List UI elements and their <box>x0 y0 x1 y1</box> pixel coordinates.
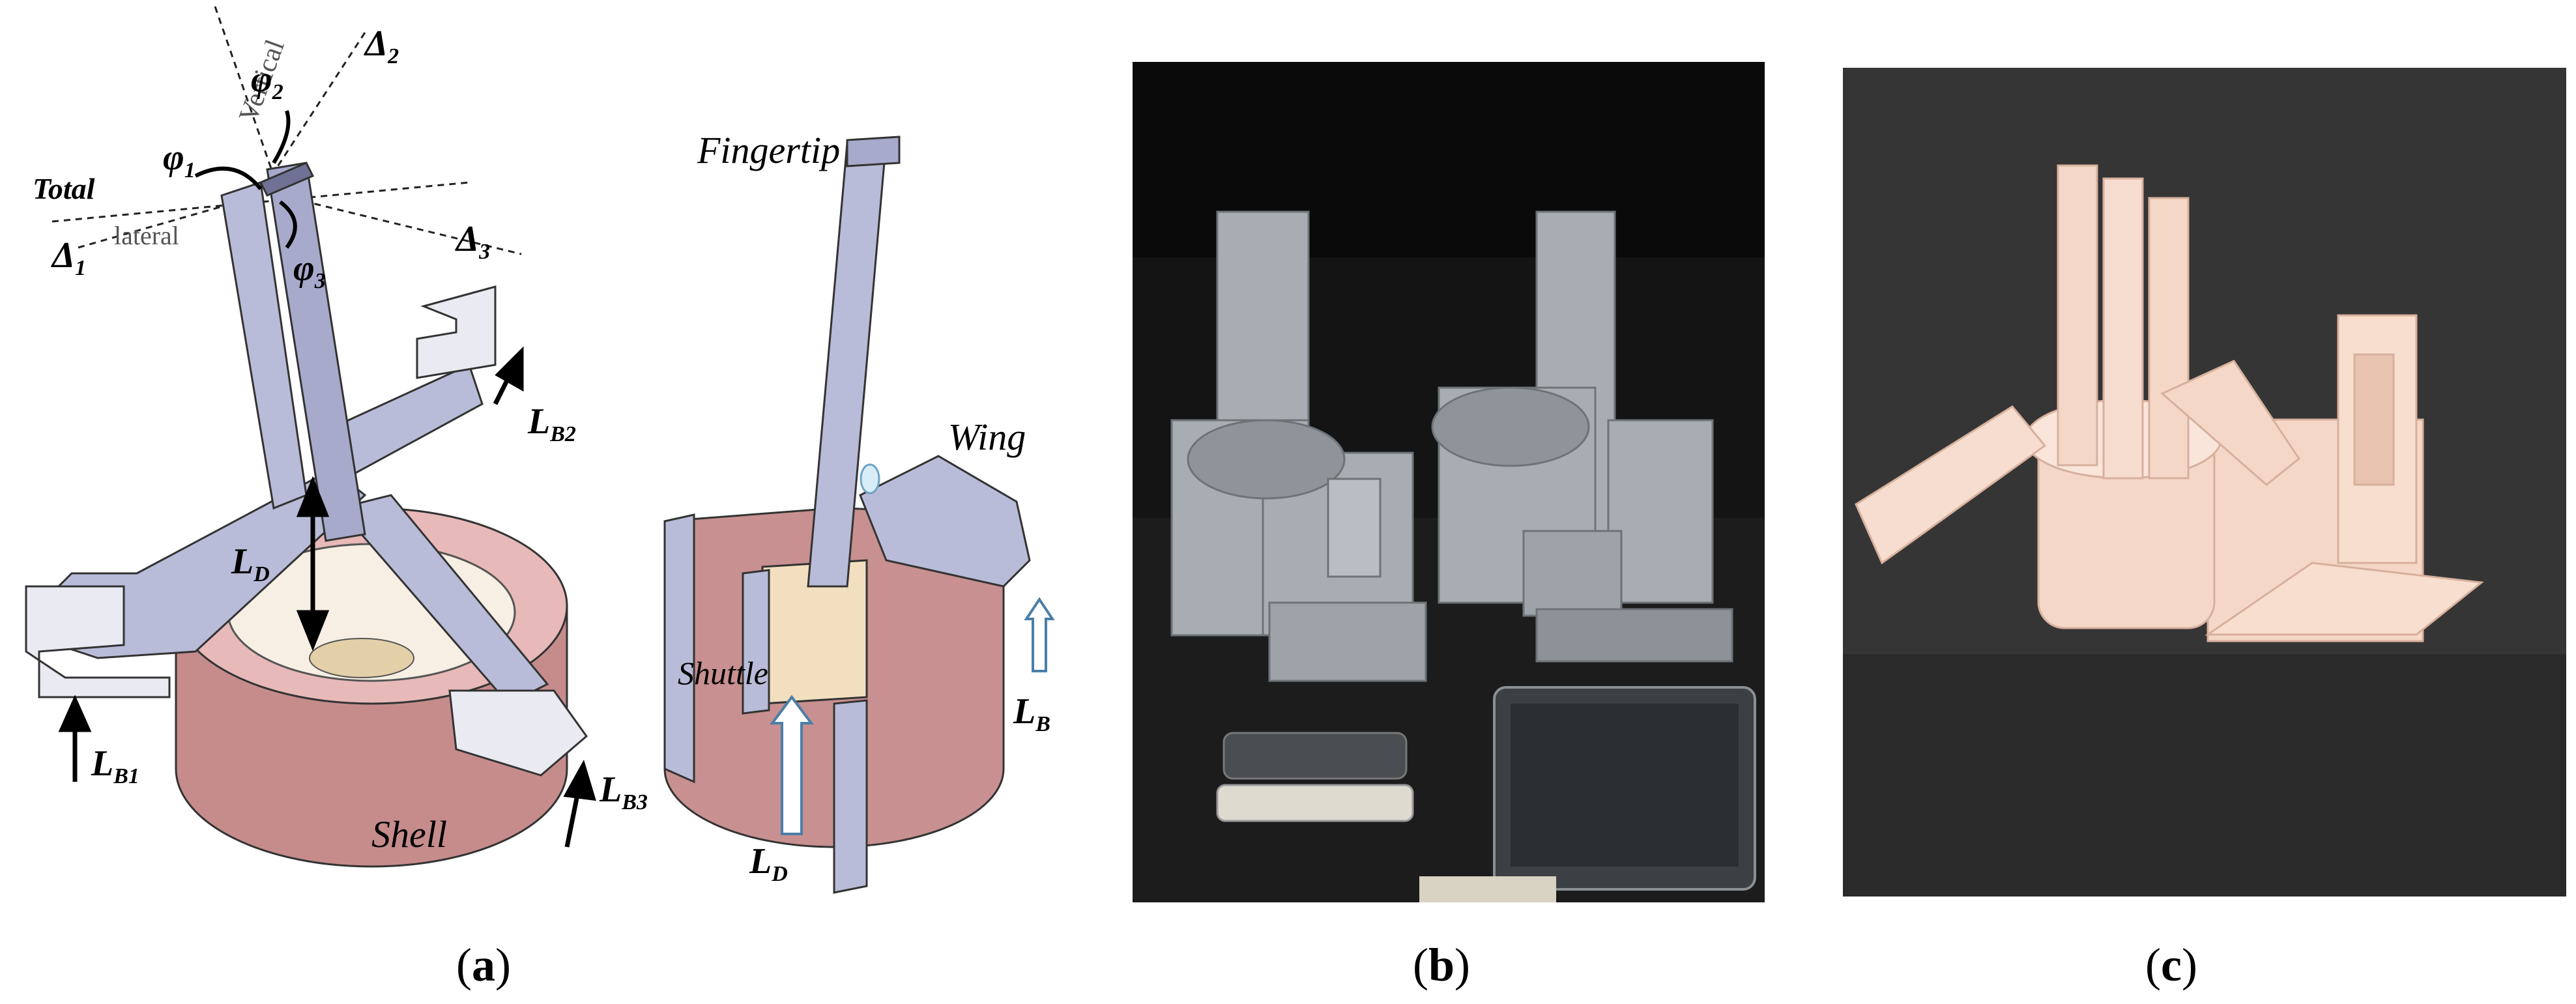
caption-a: (a) <box>456 939 511 991</box>
label-phi3: φ3 <box>293 248 326 293</box>
label-lb1: LB1 <box>91 743 139 788</box>
assembled-gripper-photo <box>1843 68 2566 896</box>
shell-body <box>175 507 568 868</box>
cutaway-assembly <box>663 136 1031 894</box>
wing-arm <box>859 455 1031 588</box>
caption-b: (b) <box>1413 939 1471 991</box>
delta3-axis-line <box>280 194 522 255</box>
lb-arrows <box>58 346 596 848</box>
schematic-drawing: Vertical Total lateral Δ1 Δ2 Δ3 φ1 φ2 φ3… <box>25 6 1055 894</box>
panel-b-photo <box>1133 62 1765 902</box>
delta2-axis-line <box>266 32 366 183</box>
pivot-point <box>860 463 880 495</box>
cutaway-wall-left <box>663 513 695 784</box>
label-delta3: Δ3 <box>455 219 490 264</box>
label-lb2: LB2 <box>527 401 576 446</box>
phi2-arrow <box>272 110 291 164</box>
label-delta2: Δ2 <box>364 23 399 68</box>
ld-right-arrow <box>770 695 814 835</box>
label-phi1: φ1 <box>163 137 195 182</box>
lower-right-arm <box>337 494 549 705</box>
rotation-arrows <box>194 110 297 249</box>
caption-c: (c) <box>2145 939 2197 991</box>
label-delta1: Δ1 <box>51 235 86 280</box>
printed-parts-photo <box>1133 62 1765 902</box>
vertical-axis-line <box>214 6 275 177</box>
ld-arrow-left <box>296 476 330 652</box>
label-shuttle: Shuttle <box>678 655 768 691</box>
left-wing-clip <box>25 585 171 698</box>
printed-bar-light <box>1216 784 1414 822</box>
fingertip-cap <box>846 136 901 167</box>
label-phi2: φ2 <box>251 59 283 104</box>
label-lb-right: LB <box>1013 691 1050 736</box>
arms <box>25 162 588 777</box>
hollow-arrows <box>770 597 1055 835</box>
label-ld-right: LD <box>749 841 788 886</box>
central-finger-right <box>266 162 366 542</box>
printed-part-right <box>1431 210 1733 663</box>
lb-right-arrow <box>1024 597 1055 672</box>
label-shell: Shell <box>371 813 447 855</box>
printed-bar-dark <box>1223 732 1408 780</box>
printed-part-left <box>1170 210 1427 682</box>
label-fingertip: Fingertip <box>697 129 840 171</box>
label-total: Total <box>33 172 95 205</box>
phi3-arrow <box>279 200 297 249</box>
gripper-model <box>1855 164 2484 642</box>
upper-right-wing-clip <box>416 285 497 379</box>
finger-top <box>259 162 315 197</box>
panel-c-photo <box>1843 68 2566 896</box>
phi1-arrow <box>194 166 263 190</box>
panel-a-schematic: Vertical Total lateral Δ1 Δ2 Δ3 φ1 φ2 φ3… <box>0 0 1075 912</box>
cutaway-wall-center <box>833 699 868 894</box>
label-wing: Wing <box>948 416 1026 458</box>
label-ld-left: LD <box>231 541 270 586</box>
label-lb3: LB3 <box>599 769 648 814</box>
lower-right-wing-clip <box>448 689 588 777</box>
label-lateral: lateral <box>114 221 179 250</box>
